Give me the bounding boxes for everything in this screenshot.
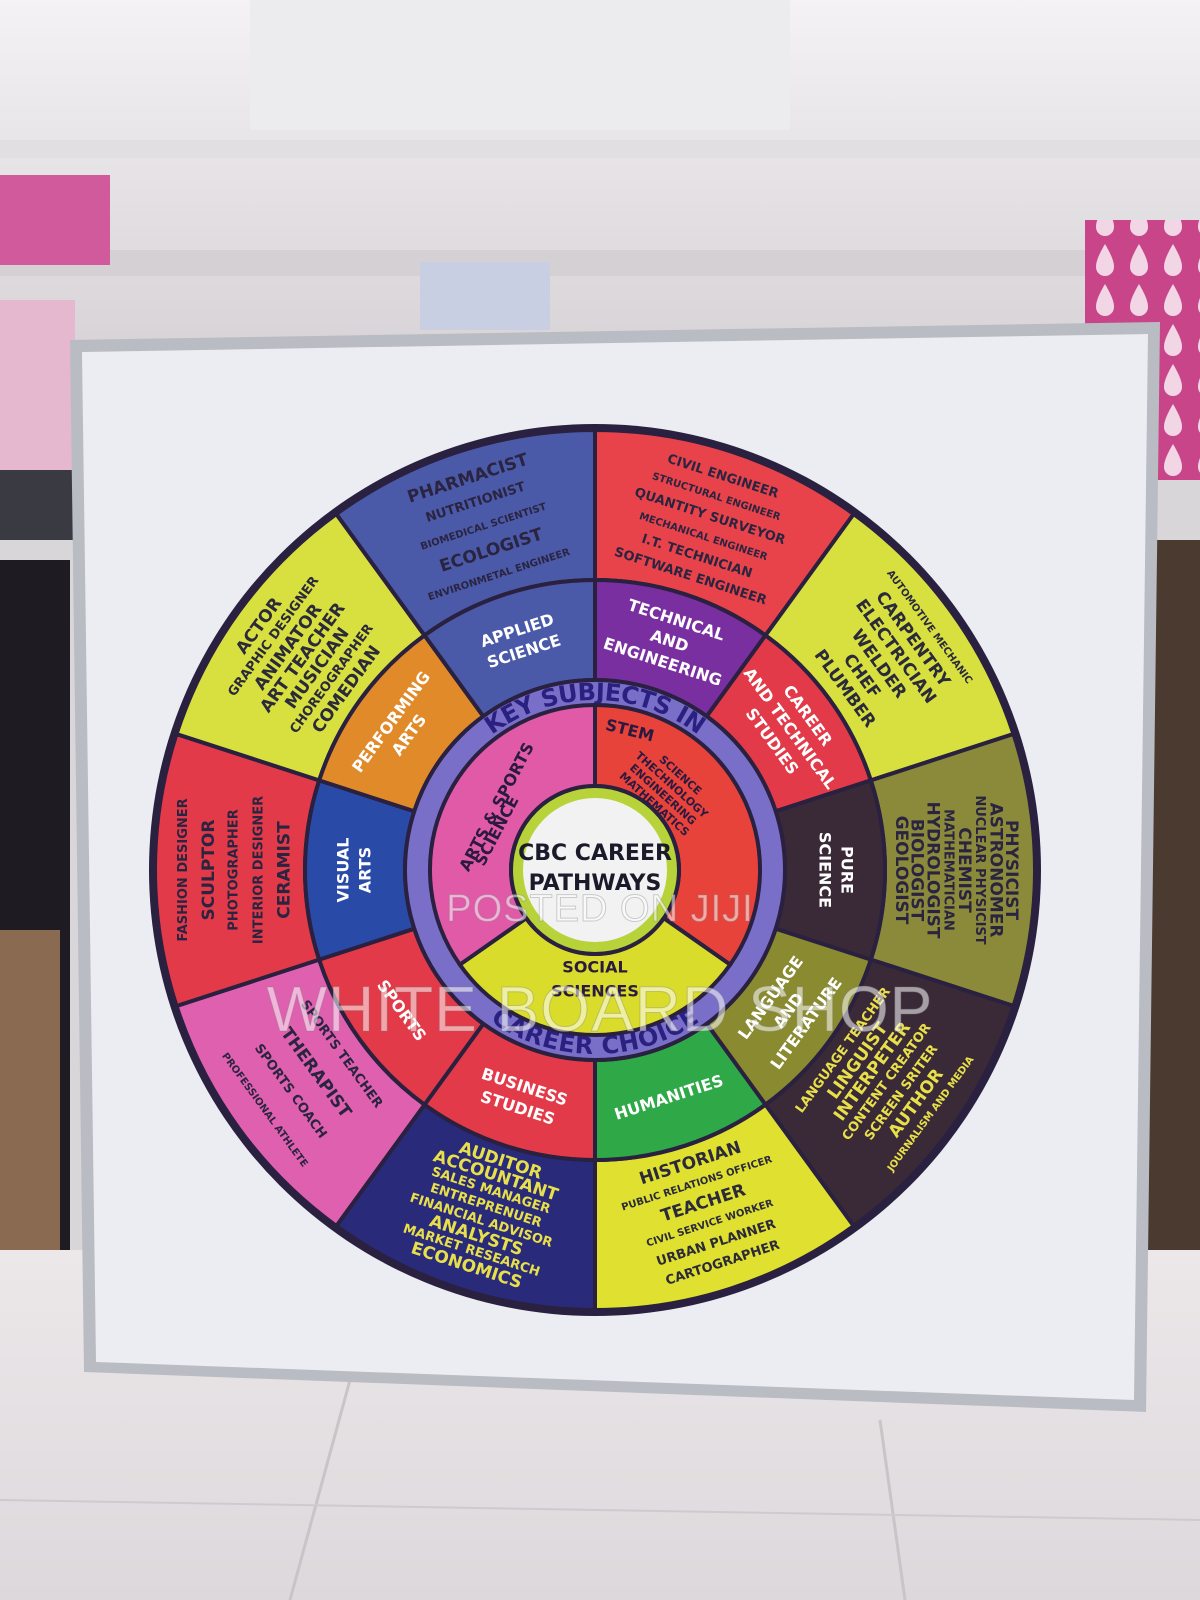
- floor-tile-seam: [0, 1499, 1200, 1521]
- floor-tile-seam: [878, 1419, 907, 1600]
- center-disc: [523, 798, 667, 942]
- career-pure-science-item: ASTRONOMER: [985, 803, 1005, 938]
- ceiling-beam-lower: [0, 250, 1200, 276]
- career-visual-arts-item: CERAMIST: [274, 821, 294, 919]
- center-title-line2: PATHWAYS: [529, 871, 662, 896]
- pathway-pure-science-label: PURE: [838, 846, 857, 894]
- career-visual-arts-item: INTERIOR DESIGNER: [252, 796, 267, 944]
- career-visual-arts-item: FASHION DESIGNER: [176, 798, 191, 941]
- career-pure-science-item: PHYSICIST: [1001, 820, 1021, 921]
- key-subject-social-title2: SCIENCES: [551, 982, 639, 1001]
- ceiling-panel: [250, 0, 790, 130]
- pathway-visual-arts-label: ARTS: [356, 847, 375, 893]
- shop-sign-left: [0, 175, 110, 265]
- career-pure-science-item: MATHEMATICIAN: [941, 809, 956, 931]
- career-visual-arts-item: SCULPTOR: [199, 820, 219, 921]
- distant-poster: [420, 262, 550, 330]
- pathway-pure-science-label: SCIENCE: [816, 832, 835, 908]
- career-pure-science-item: BIOLOGIST: [907, 819, 927, 922]
- wooden-stand-left: [0, 930, 60, 1260]
- key-subject-social-title: SOCIAL: [562, 958, 627, 977]
- shop-counter-left: [0, 470, 75, 540]
- ceiling-beam: [0, 140, 1200, 158]
- pathway-visual-arts-label: VISUAL: [334, 838, 353, 903]
- career-pure-science-item: CHEMIST: [954, 827, 974, 913]
- center-title-line1: CBC CAREER: [518, 841, 672, 866]
- career-pure-science-item: NUCLEAR PHYSICIST: [972, 795, 987, 944]
- shop-poster-left: [0, 300, 75, 470]
- career-pure-science-item: GEOLOGIST: [891, 816, 911, 925]
- career-pure-science-item: HYDROLOGIST: [922, 802, 942, 939]
- career-visual-arts-item: PHOTOGRAPHER: [227, 809, 242, 930]
- floor-tile-seam: [288, 1379, 352, 1600]
